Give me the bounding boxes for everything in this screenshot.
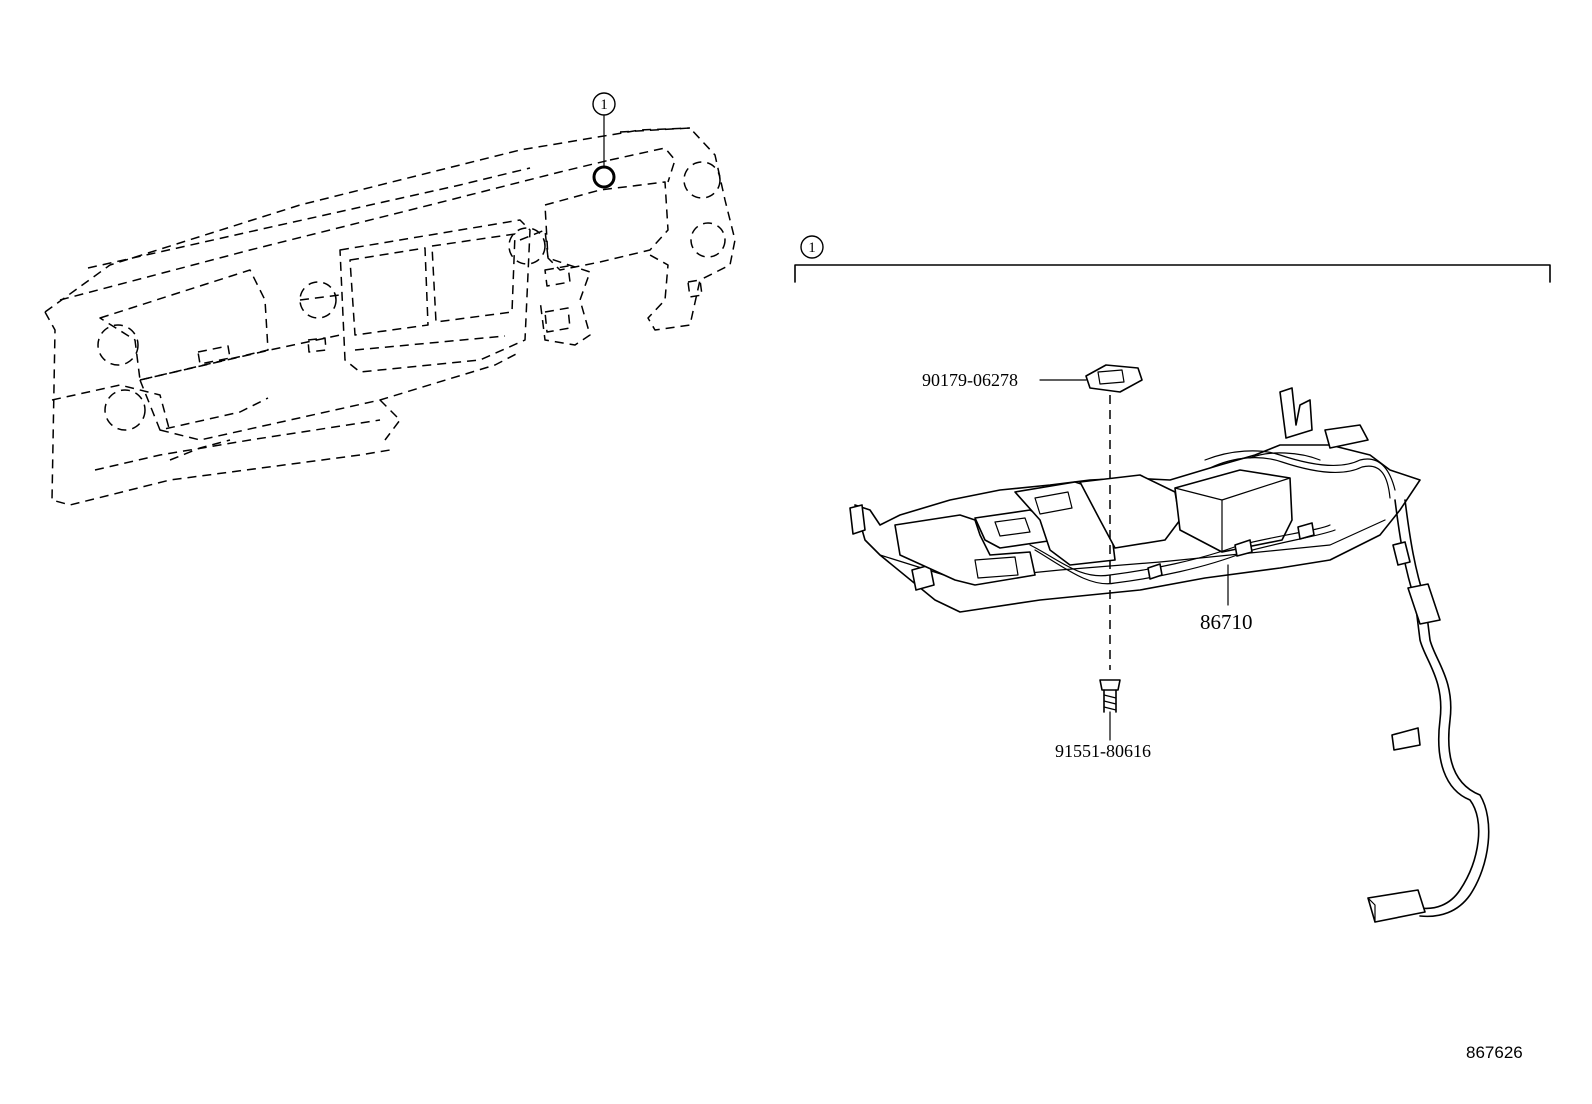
sensor-location-marker bbox=[592, 165, 616, 189]
dash-callout-number: 1 bbox=[600, 97, 608, 113]
nut-part-number: 90179-06278 bbox=[922, 370, 1018, 390]
sensor-assembly-illustration bbox=[849, 387, 1490, 923]
assembly-bracket: 1 bbox=[794, 235, 1551, 283]
screw-part bbox=[1099, 679, 1121, 741]
sensor-assembly-part-number: 86710 bbox=[1200, 610, 1253, 634]
assembly-callout-number: 1 bbox=[808, 240, 816, 256]
screw-part-number: 91551-80616 bbox=[1055, 741, 1151, 761]
instrument-panel-illustration bbox=[44, 115, 736, 506]
nut-part bbox=[1039, 364, 1143, 393]
dash-callout: 1 bbox=[592, 92, 616, 116]
illustration-id: 867626 bbox=[1466, 1043, 1523, 1062]
